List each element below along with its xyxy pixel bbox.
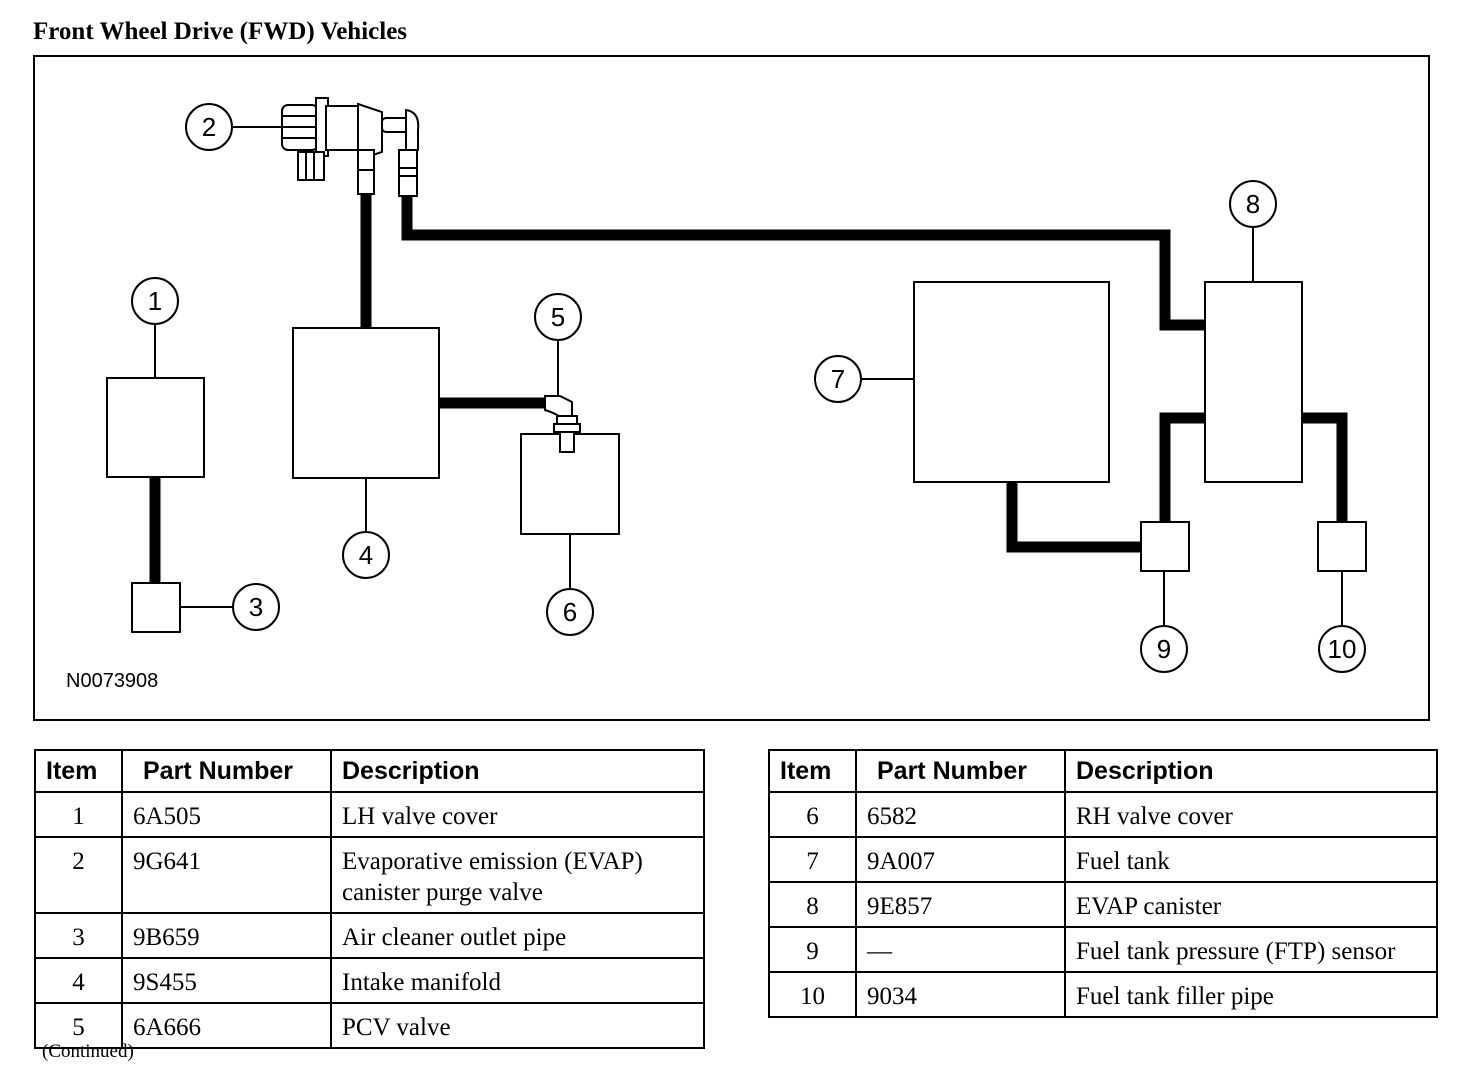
intake-manifold-box	[292, 327, 440, 479]
description-cell: RH valve cover	[1064, 791, 1438, 838]
callout-number: 4	[359, 540, 373, 570]
header-part-number: Part Number	[121, 749, 332, 793]
callout-number: 1	[148, 286, 162, 316]
description-cell: Air cleaner outlet pipe	[330, 912, 705, 959]
pcv-valve-drawing	[544, 395, 581, 453]
callout-7-fuel-tank: 7	[814, 355, 862, 403]
callout-circle	[546, 588, 594, 636]
part-number-cell: —	[855, 926, 1066, 973]
header-item: Item	[34, 749, 123, 793]
callout-number: 6	[563, 597, 577, 627]
lh-valve-cover-box	[106, 377, 205, 478]
hose-purge-valve-to-evap-canister	[401, 195, 1205, 331]
diagram-frame	[33, 55, 1430, 721]
callout-9-ftp-sensor: 9	[1140, 625, 1188, 673]
table-header-row: Item Part Number Description	[34, 749, 705, 793]
part-number-cell: 9S455	[121, 957, 332, 1004]
description-cell: Evaporative emission (EVAP) canister pur…	[330, 836, 705, 914]
callout-number: 7	[831, 364, 845, 394]
hose-fuel-tank-to-ftp-sensor	[1006, 482, 1141, 553]
description-cell: EVAP canister	[1064, 881, 1438, 928]
description-cell: Intake manifold	[330, 957, 705, 1004]
callout-number: 3	[249, 592, 263, 622]
item-cell: 5	[34, 1002, 123, 1049]
part-number-cell: 9034	[855, 971, 1066, 1018]
item-cell: 6	[768, 791, 857, 838]
item-cell: 2	[34, 836, 123, 914]
callout-1-lh-valve-cover: 1	[131, 277, 179, 325]
callout-circle	[814, 355, 862, 403]
callout-circle	[342, 531, 390, 579]
header-part-number: Part Number	[855, 749, 1066, 793]
callout-circle	[232, 583, 280, 631]
hose-ftp-sensor-to-evap-canister	[1159, 412, 1205, 522]
callout-2-evap-purge-valve: 2	[185, 103, 233, 151]
part-number-cell: 9B659	[121, 912, 332, 959]
header-description: Description	[330, 749, 705, 793]
description-cell: Fuel tank	[1064, 836, 1438, 883]
description-cell: LH valve cover	[330, 791, 705, 838]
callout-8-evap-canister: 8	[1229, 180, 1277, 228]
page-title: Front Wheel Drive (FWD) Vehicles	[33, 18, 408, 45]
callout-circle	[1318, 625, 1366, 673]
continued-note: (Continued)	[42, 1041, 134, 1062]
callout-circle	[534, 293, 582, 341]
callout-10-fuel-tank-filler-pipe: 10	[1318, 625, 1366, 673]
part-number-cell: 9G641	[121, 836, 332, 914]
callout-number: 10	[1328, 634, 1357, 664]
part-number-cell: 6A666	[121, 1002, 332, 1049]
callout-number: 5	[551, 302, 565, 332]
description-cell: Fuel tank pressure (FTP) sensor	[1064, 926, 1438, 973]
table-header-row: Item Part Number Description	[768, 749, 1438, 793]
callout-5-pcv-valve: 5	[534, 293, 582, 341]
fuel-tank-filler-pipe-box	[1317, 521, 1367, 572]
callout-number: 2	[202, 112, 216, 142]
item-cell: 4	[34, 957, 123, 1004]
callout-circle	[1140, 625, 1188, 673]
callout-number: 8	[1246, 189, 1260, 219]
table-row: 9—Fuel tank pressure (FTP) sensor	[768, 926, 1438, 973]
callout-6-rh-valve-cover: 6	[546, 588, 594, 636]
callout-circle	[185, 103, 233, 151]
evap-canister-box	[1204, 281, 1303, 483]
air-cleaner-outlet-pipe-box	[131, 582, 181, 633]
description-cell: Fuel tank filler pipe	[1064, 971, 1438, 1018]
item-cell: 9	[768, 926, 857, 973]
header-item: Item	[768, 749, 857, 793]
callout-circle	[1229, 180, 1277, 228]
item-cell: 8	[768, 881, 857, 928]
part-number-cell: 6A505	[121, 791, 332, 838]
part-number-cell: 9E857	[855, 881, 1066, 928]
figure-id: N0073908	[66, 670, 159, 692]
part-number-cell: 9A007	[855, 836, 1066, 883]
description-cell: PCV valve	[330, 1002, 705, 1049]
callout-3-air-cleaner-outlet-pipe: 3	[232, 583, 280, 631]
callout-circle	[131, 277, 179, 325]
item-cell: 3	[34, 912, 123, 959]
part-number-cell: 6582	[855, 791, 1066, 838]
item-cell: 7	[768, 836, 857, 883]
item-cell: 10	[768, 971, 857, 1018]
header-description: Description	[1064, 749, 1438, 793]
fuel-tank-box	[913, 281, 1110, 483]
item-cell: 1	[34, 791, 123, 838]
callout-number: 9	[1157, 634, 1171, 664]
evap-purge-valve-drawing	[281, 97, 420, 197]
ftp-sensor-box	[1140, 521, 1190, 572]
hose-evap-canister-to-filler-pipe	[1303, 412, 1348, 522]
callout-4-intake-manifold: 4	[342, 531, 390, 579]
